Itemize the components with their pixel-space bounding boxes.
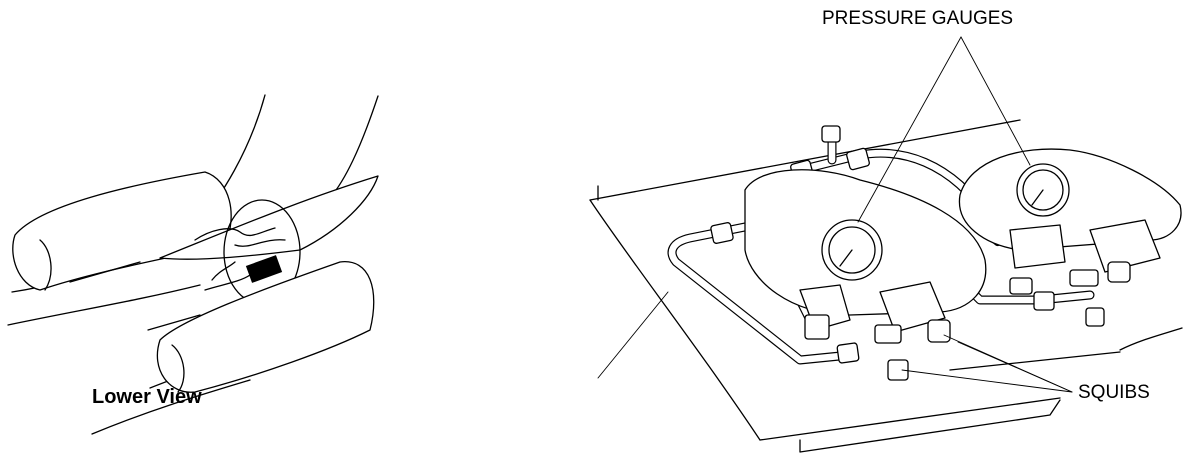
mounting-panel-left-edge [589, 199, 761, 441]
squib-terminals [887, 277, 1105, 381]
leader-lower-view [597, 291, 669, 379]
mounting-panel-right-edge [1119, 327, 1183, 351]
aircraft-locator-view [7, 94, 379, 435]
bottle-location-highlight [245, 255, 283, 283]
leader-pressure-gauge-right [960, 36, 1031, 166]
locator-pipe-1 [194, 227, 276, 241]
mounting-panel-flange [799, 399, 1061, 453]
pylon-fairing [159, 175, 379, 260]
extinguisher-bottle-center [744, 169, 987, 316]
leader-pressure-gauge-center [857, 36, 962, 223]
leader-squib-3 [943, 334, 1073, 393]
discharge-head-2 [874, 281, 951, 344]
squibs-label: SQUIBS [1078, 382, 1150, 403]
lower-view-label: Lower View [92, 386, 202, 408]
locator-pipe-2 [211, 261, 236, 281]
leader-squib-1 [901, 369, 1073, 393]
locator-pipe-4 [204, 274, 251, 291]
locator-pipe-3 [234, 239, 286, 247]
left-engine-nacelle [12, 171, 232, 291]
callout-leader-lines [597, 36, 1073, 393]
discharge-head-1 [799, 284, 851, 340]
discharge-head-3 [1009, 224, 1066, 269]
discharge-head-4 [1069, 219, 1161, 287]
right-engine-nacelle [147, 261, 375, 393]
panel-step [949, 351, 1121, 371]
pressure-gauges-label: PRESSURE GAUGES [822, 8, 1014, 29]
mounting-panel-top-edge [589, 119, 1021, 201]
lower-view-detail [589, 119, 1183, 453]
mounting-panel-bottom-edge [759, 397, 1061, 441]
fuselage-bottom-line [7, 284, 201, 326]
tail-lower-line [91, 379, 251, 435]
